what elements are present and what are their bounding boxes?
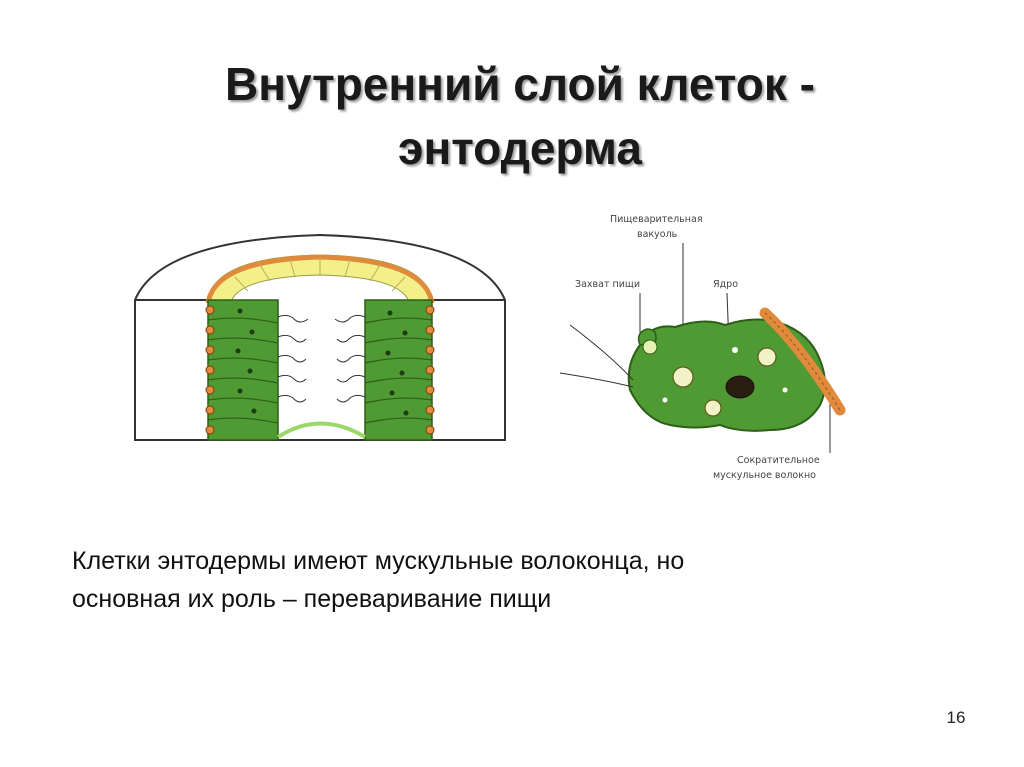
endoderm-cell-illustration: Пищеварительная вакуоль Захват пищи Ядро… bbox=[559, 214, 846, 481]
right-cell-column bbox=[364, 299, 435, 441]
left-cell-column bbox=[205, 299, 279, 441]
page-number: 16 bbox=[946, 708, 966, 727]
label-contractile-1: Сократительное bbox=[737, 455, 820, 466]
flagella bbox=[277, 314, 366, 403]
mouth-fringe bbox=[276, 421, 367, 439]
label-digestive-vacuole-1: Пищеварительная bbox=[610, 214, 703, 225]
body-line-2: основная их роль – переваривание пищи bbox=[72, 585, 552, 613]
title-line-1: Внутренний слой клеток - bbox=[225, 58, 815, 110]
cell-flagella bbox=[559, 324, 634, 388]
label-nucleus: Ядро bbox=[713, 279, 738, 290]
label-contractile-2: мускульное волокно bbox=[713, 470, 816, 481]
captured-food-particle bbox=[642, 339, 658, 355]
nucleus bbox=[725, 375, 755, 399]
slide-body-text: Клетки энтодермы имеют мускульные волоко… bbox=[72, 542, 952, 618]
slide-title: Внутренний слой клеток - энтодерма bbox=[60, 52, 980, 180]
body-line-1: Клетки энтодермы имеют мускульные волоко… bbox=[72, 547, 685, 575]
endoderm-cross-section-illustration bbox=[134, 233, 506, 441]
cell-body bbox=[627, 318, 826, 432]
label-digestive-vacuole-2: вакуоль bbox=[637, 229, 678, 240]
title-line-2: энтодерма bbox=[398, 122, 642, 174]
digestive-vacuoles bbox=[672, 347, 777, 417]
label-food-capture: Захват пищи bbox=[575, 279, 640, 290]
